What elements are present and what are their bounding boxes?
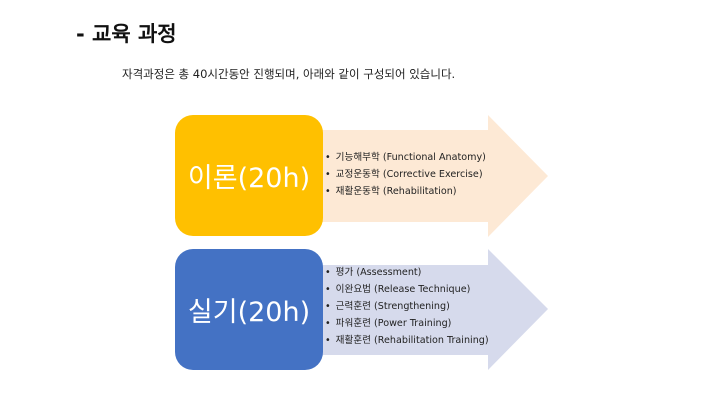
theory-box: 이론(20h) (175, 115, 323, 236)
practice-box: 실기(20h) (175, 249, 323, 370)
list-item: 교정운동학 (Corrective Exercise) (325, 166, 486, 183)
slide-subtitle: 자격과정은 총 40시간동안 진행되며, 아래와 같이 구성되어 있습니다. (122, 67, 456, 81)
list-item: 재활운동학 (Rehabilitation) (325, 183, 486, 200)
theory-list: 기능해부학 (Functional Anatomy) 교정운동학 (Correc… (325, 149, 486, 200)
list-item: 이완요법 (Release Technique) (325, 281, 489, 298)
list-item: 재활훈련 (Rehabilitation Training) (325, 332, 489, 349)
list-item: 평가 (Assessment) (325, 264, 489, 281)
list-item: 파워훈련 (Power Training) (325, 315, 489, 332)
list-item: 근력훈련 (Strengthening) (325, 298, 489, 315)
practice-list: 평가 (Assessment) 이완요법 (Release Technique)… (325, 264, 489, 349)
slide-title: - 교육 과정 (76, 22, 177, 46)
list-item: 기능해부학 (Functional Anatomy) (325, 149, 486, 166)
